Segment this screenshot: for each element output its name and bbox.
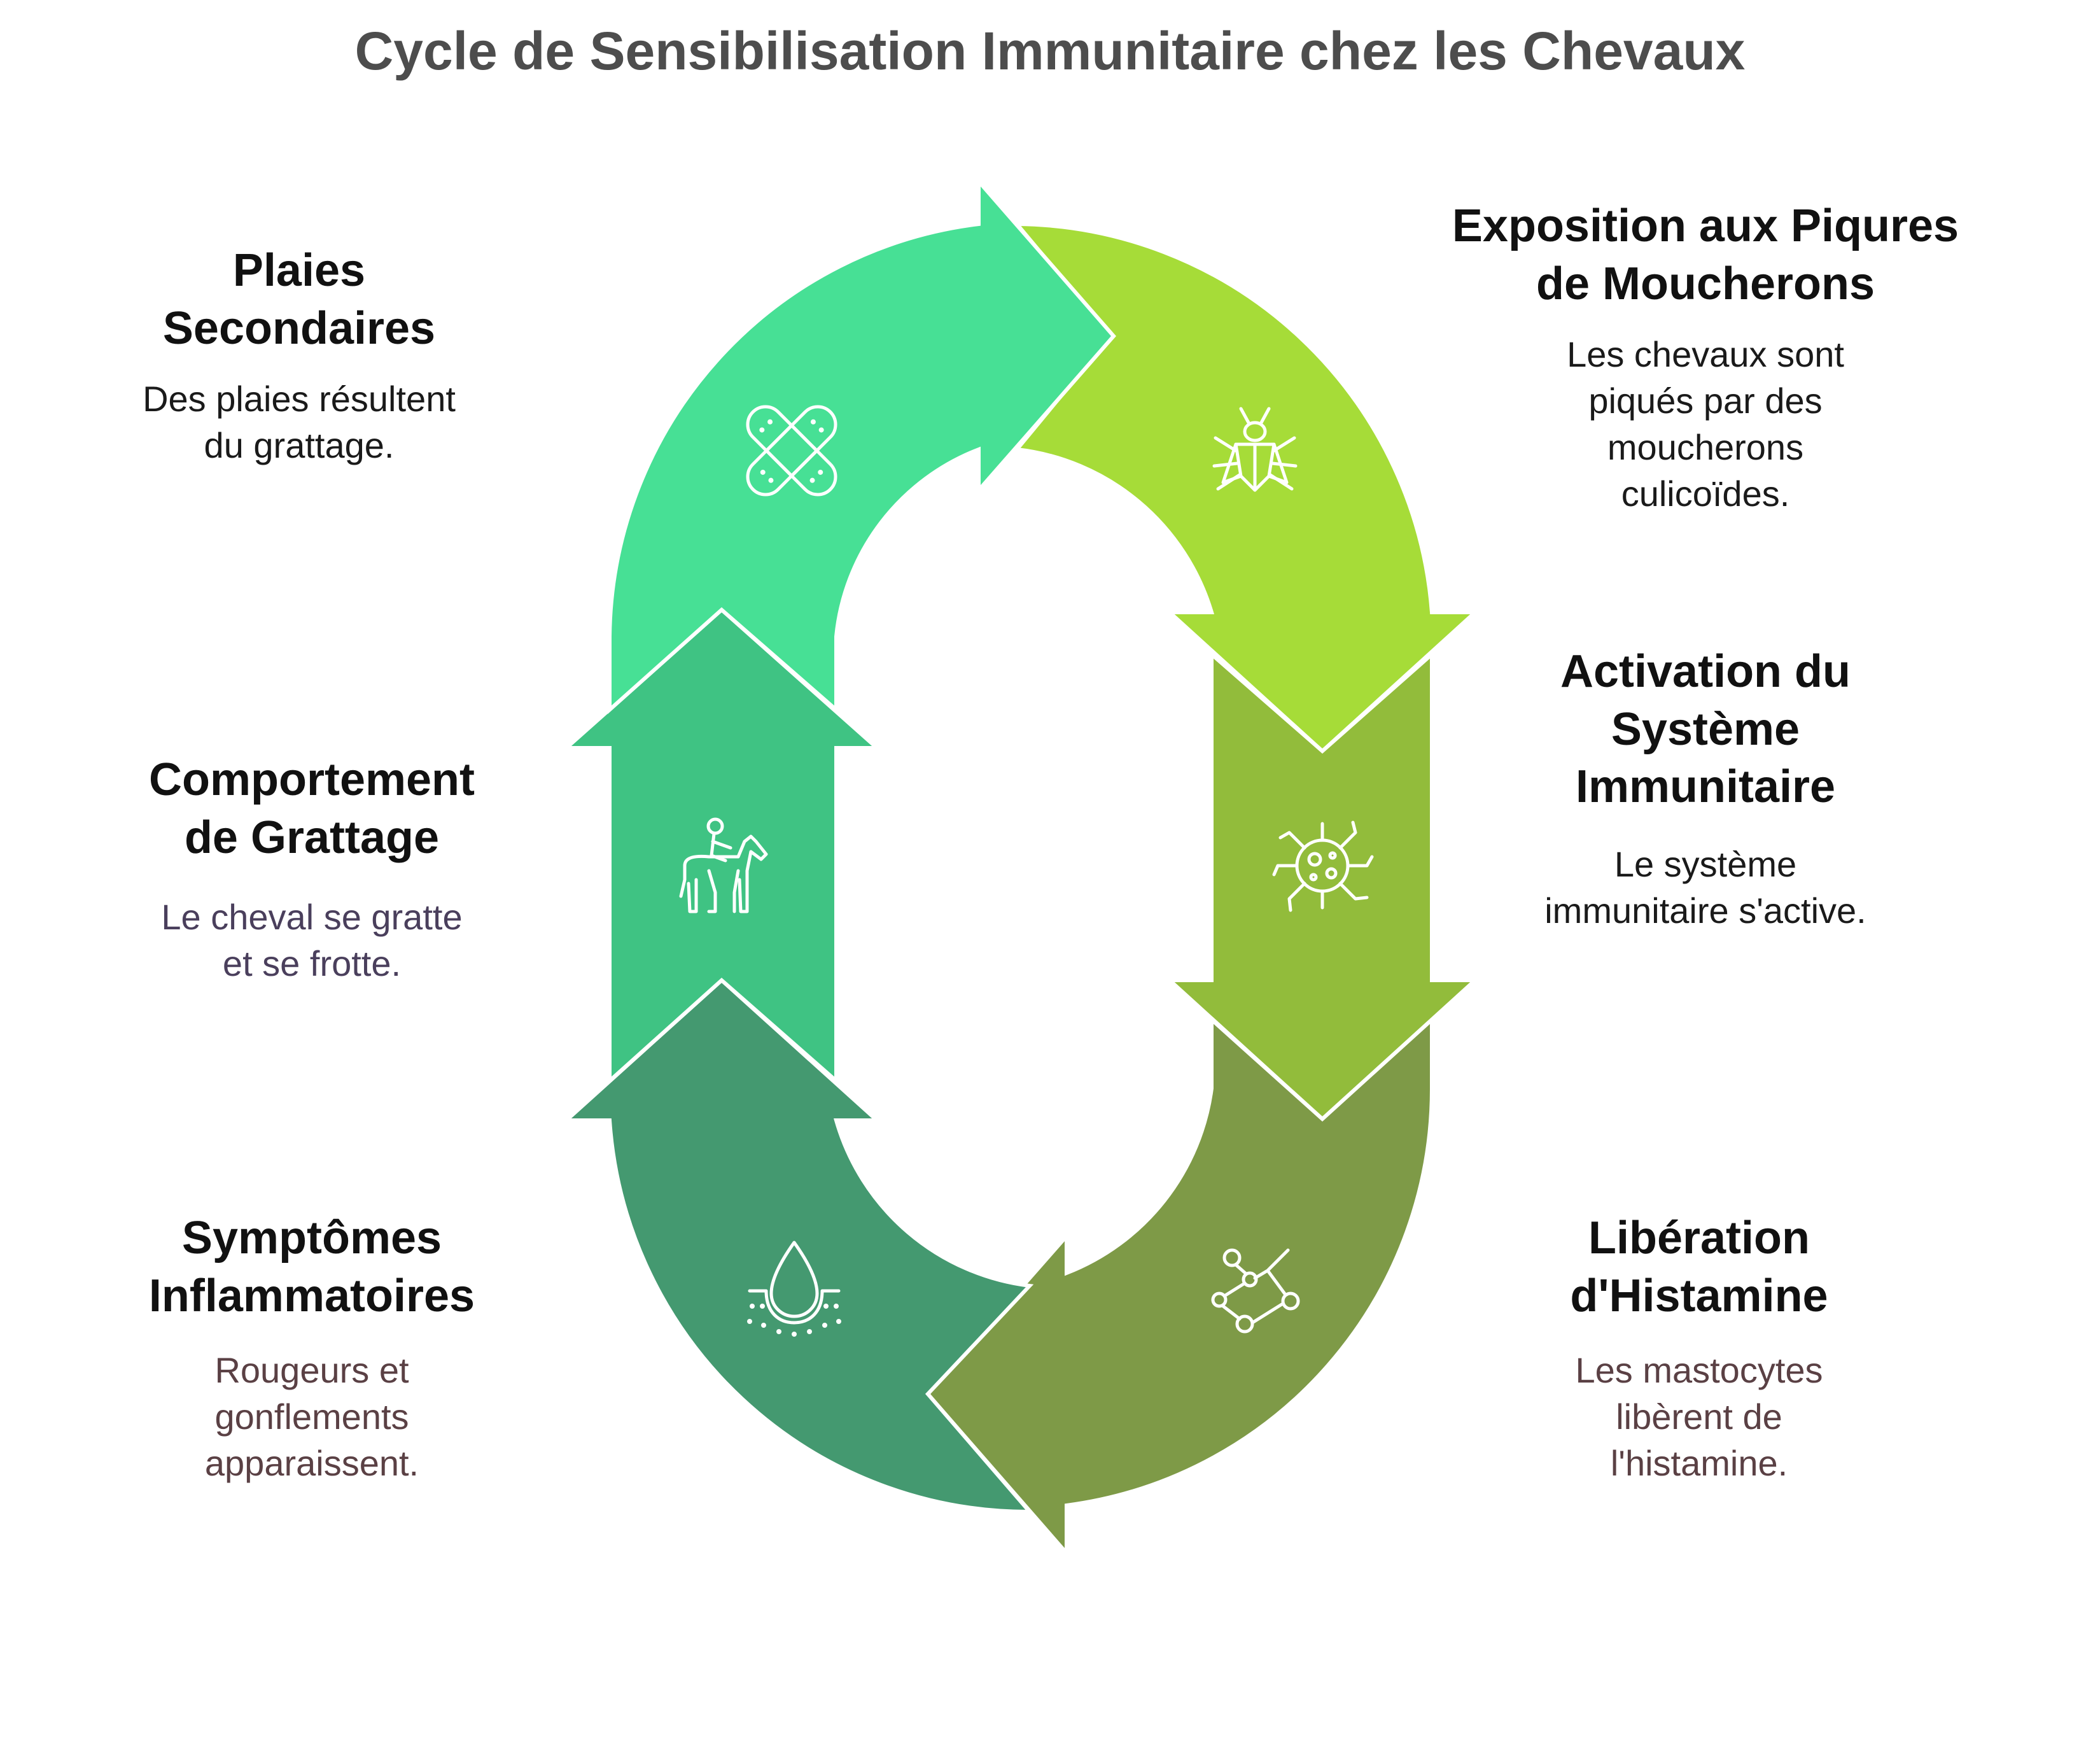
horse-rider-icon — [679, 817, 768, 913]
skin-drop-icon — [747, 1241, 841, 1337]
arrow-segment-histamine — [925, 1015, 1434, 1559]
arrow-segment-exposition — [1012, 222, 1480, 754]
bandage-icon — [746, 405, 837, 496]
molecule-icon — [1211, 1248, 1300, 1334]
arrow-segment-activation — [1165, 650, 1480, 1122]
microbe-icon — [1272, 820, 1374, 912]
page-title: Cycle de Sensibilisation Immunitaire che… — [354, 21, 1746, 81]
arrow-segment-plaies — [608, 176, 1116, 714]
insect-icon — [1212, 407, 1298, 492]
